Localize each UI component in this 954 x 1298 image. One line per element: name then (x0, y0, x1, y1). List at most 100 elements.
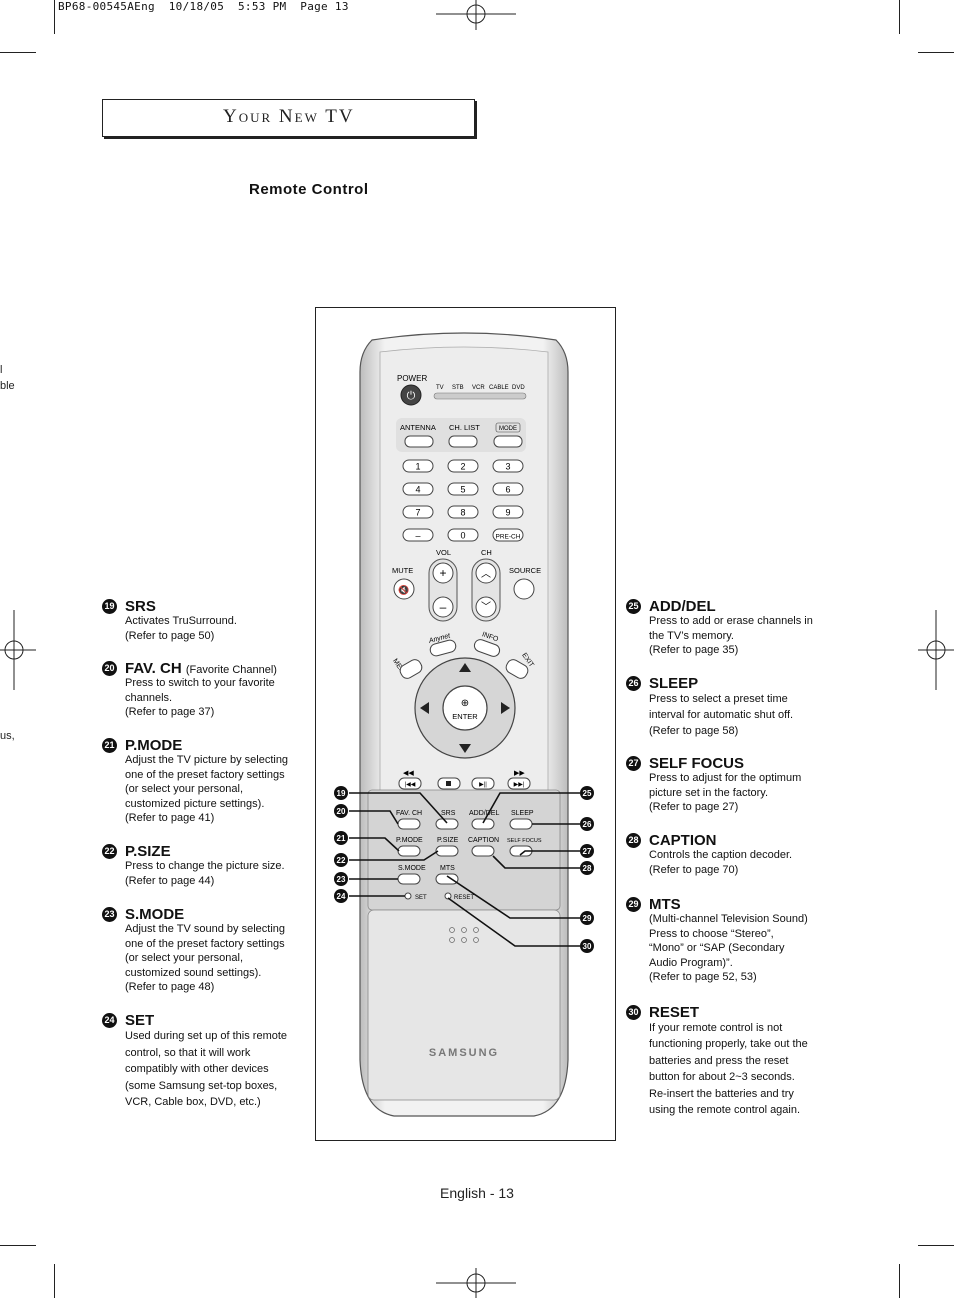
anynet-button[interactable] (429, 639, 457, 657)
ch-down-button[interactable] (475, 596, 497, 618)
vol-up-button[interactable] (432, 562, 454, 584)
antenna-button[interactable] (404, 435, 434, 448)
section-header-box: Your New TV (102, 99, 475, 137)
chevron-up-icon: ︿ (481, 569, 491, 580)
mode-label-box (495, 422, 521, 433)
callout-number: 29 (626, 897, 641, 912)
digit-label: 4 (415, 485, 420, 495)
device-selector-bar[interactable] (433, 392, 527, 400)
item-title: P.MODE (125, 737, 183, 754)
chevron-down-icon: ﹀ (481, 601, 491, 613)
digit-button[interactable] (402, 459, 434, 473)
item-description: Press to select a preset time interval f… (649, 693, 794, 737)
edge-fragment: us, (0, 730, 15, 742)
callout-badge-number: 24 (337, 892, 346, 901)
skip-back-icon: |◀◀ (405, 782, 416, 788)
dpad-up-button[interactable] (459, 663, 471, 672)
callout-number: 20 (102, 661, 117, 676)
digit-button[interactable] (492, 528, 524, 542)
skip-forward-button[interactable] (507, 777, 531, 790)
callout-badge (334, 853, 348, 867)
menu-button[interactable] (398, 657, 424, 680)
set-button[interactable] (404, 892, 412, 900)
sleep-button[interactable] (509, 818, 533, 830)
crop-mark (899, 1264, 900, 1298)
dpad-left-button[interactable] (420, 702, 429, 714)
p-mode-label: P.MODE (396, 837, 423, 844)
rewind-icon: ◀◀ (403, 770, 414, 777)
callout-badge-number: 20 (337, 807, 346, 816)
item-title: MTS (649, 896, 681, 913)
registration-mark-top (436, 0, 516, 30)
dpad-down-button[interactable] (459, 744, 471, 753)
digit-button[interactable] (492, 459, 524, 473)
enter-button[interactable] (442, 685, 488, 731)
callout-badge-number: 28 (583, 864, 592, 873)
remote-illustration: POWER ⏻ TV STB VCR CABLE DVD ANTENNA CH.… (334, 332, 594, 1117)
item-description: Press to change the picture size. (Refer… (125, 860, 285, 887)
p-size-label: P.SIZE (437, 837, 459, 844)
ch-list-label: CH. LIST (449, 423, 480, 432)
digit-button[interactable] (402, 528, 434, 542)
digit-button[interactable] (492, 505, 524, 519)
digit-label: 8 (460, 508, 465, 518)
dpad-right-button[interactable] (501, 702, 510, 714)
power-label: POWER (397, 374, 427, 383)
item-subtitle: (Favorite Channel) (185, 664, 277, 676)
caption-button[interactable] (471, 845, 495, 857)
reset-button[interactable] (444, 892, 452, 900)
mode-button[interactable] (493, 435, 523, 448)
item-description: Press to adjust for the optimum picture … (649, 772, 802, 814)
item-description: Adjust the TV picture by selecting one o… (125, 754, 289, 825)
power-button[interactable] (400, 384, 422, 406)
digit-button[interactable] (492, 482, 524, 496)
registration-mark-left (0, 610, 36, 690)
callout-badge-number: 26 (583, 820, 592, 829)
info-button[interactable] (473, 638, 502, 658)
play-pause-button[interactable] (471, 777, 495, 790)
exit-button[interactable] (504, 657, 530, 680)
digit-button[interactable] (447, 482, 479, 496)
vol-down-button[interactable] (432, 596, 454, 618)
digit-button[interactable] (402, 505, 434, 519)
ch-up-button[interactable] (475, 562, 497, 584)
minus-icon: – (440, 600, 447, 614)
device-label-stb: STB (452, 385, 464, 391)
callout-number: 30 (626, 1005, 641, 1020)
digit-button[interactable] (447, 528, 479, 542)
item-description: Used during set up of this remote contro… (125, 1030, 288, 1109)
mute-button[interactable] (393, 578, 415, 600)
s-mode-button[interactable] (397, 873, 421, 885)
digit-button[interactable] (447, 459, 479, 473)
callout-badge-number: 27 (583, 847, 592, 856)
plus-icon: + (439, 566, 446, 580)
skip-back-button[interactable] (398, 777, 422, 790)
callout-number: 23 (102, 907, 117, 922)
add-del-button[interactable] (471, 818, 495, 830)
brand-logo: SAMSUNG (429, 1047, 499, 1059)
digit-button[interactable] (447, 505, 479, 519)
page-title: Remote Control (249, 181, 369, 198)
device-label-tv: TV (436, 385, 444, 391)
mode-label: MODE (499, 426, 517, 432)
play-pause-icon: ▶|| (479, 782, 487, 788)
srs-button[interactable] (435, 818, 459, 830)
skip-forward-icon: ▶▶| (514, 782, 525, 788)
source-button[interactable] (513, 578, 535, 600)
p-mode-button[interactable] (397, 845, 421, 857)
antenna-label: ANTENNA (400, 423, 436, 432)
callout-badge-number: 30 (583, 942, 592, 951)
callout-number: 22 (102, 844, 117, 859)
fast-forward-icon: ▶▶ (514, 770, 525, 777)
mute-label: MUTE (392, 566, 413, 575)
digit-button[interactable] (402, 482, 434, 496)
item-title: SRS (125, 598, 156, 615)
digit-label: 5 (460, 485, 465, 495)
callout-badge (334, 804, 348, 818)
ch-list-button[interactable] (448, 435, 478, 448)
callout-badge (334, 872, 348, 886)
mts-button[interactable] (435, 873, 459, 885)
p-size-button[interactable] (435, 845, 459, 857)
fav-ch-button[interactable] (397, 818, 421, 830)
